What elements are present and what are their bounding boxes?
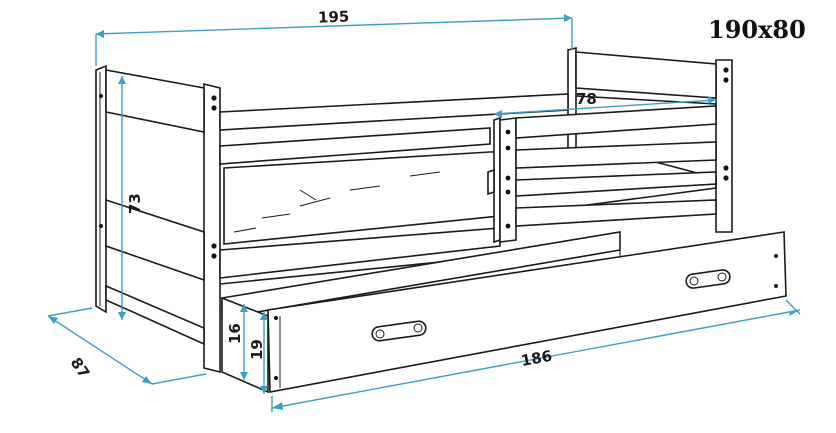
dimension-height: 73 (118, 76, 144, 320)
drawer (221, 231, 787, 394)
height-label: 73 (126, 193, 144, 214)
left-end-panel (95, 64, 221, 374)
dimension-drawer-length: 186 (271, 299, 801, 412)
rail-label: 78 (576, 90, 597, 108)
dimension-drawer-inner: 16 (226, 304, 248, 380)
length-label: 195 (318, 8, 350, 27)
size-title: 190x80 (708, 15, 806, 44)
drawer-length-label: 186 (520, 347, 554, 370)
drawer-inner-height-label: 16 (226, 323, 244, 344)
dimension-rail: 78 (493, 90, 717, 118)
dimension-length: 195 (95, 8, 573, 66)
drawer-handle-left (371, 320, 427, 342)
safety-barrier (487, 105, 717, 244)
drawer-handle-right (685, 269, 731, 289)
right-end-panel (567, 46, 733, 233)
width-label: 87 (67, 354, 94, 381)
drawer-outer-height-label: 19 (248, 339, 266, 360)
dimension-drawer-outer: 19 (248, 312, 268, 394)
